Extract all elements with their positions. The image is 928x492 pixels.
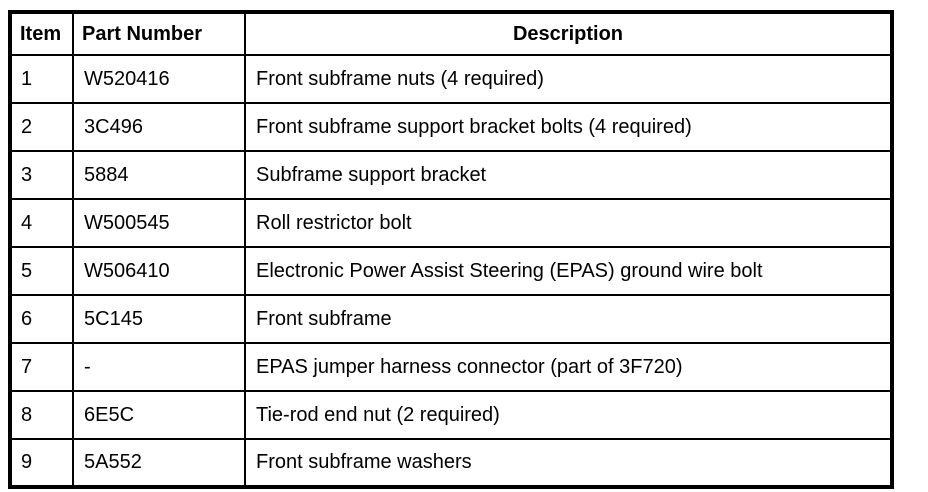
cell-description: Roll restrictor bolt — [244, 198, 893, 248]
table-row: 3 5884 Subframe support bracket — [9, 150, 893, 200]
table-row: 4 W500545 Roll restrictor bolt — [9, 198, 893, 248]
cell-item: 8 — [9, 390, 74, 440]
cell-description: Front subframe nuts (4 required) — [244, 54, 893, 104]
cell-item: 6 — [9, 294, 74, 344]
cell-item: 7 — [9, 342, 74, 392]
cell-description: Front subframe — [244, 294, 893, 344]
table-row: 8 6E5C Tie-rod end nut (2 required) — [9, 390, 893, 440]
cell-part-number: 5884 — [72, 150, 246, 200]
cell-part-number: 5A552 — [72, 438, 246, 488]
cell-item: 2 — [9, 102, 74, 152]
parts-table-body: 1 W520416 Front subframe nuts (4 require… — [9, 54, 893, 488]
cell-item: 4 — [9, 198, 74, 248]
cell-part-number: 3C496 — [72, 102, 246, 152]
header-item: Item — [9, 11, 74, 56]
table-row: 9 5A552 Front subframe washers — [9, 438, 893, 488]
cell-item: 1 — [9, 54, 74, 104]
cell-description: Electronic Power Assist Steering (EPAS) … — [244, 246, 893, 296]
cell-part-number: 6E5C — [72, 390, 246, 440]
cell-description: Front subframe washers — [244, 438, 893, 488]
cell-part-number: 5C145 — [72, 294, 246, 344]
table-row: 1 W520416 Front subframe nuts (4 require… — [9, 54, 893, 104]
cell-item: 5 — [9, 246, 74, 296]
cell-part-number: - — [72, 342, 246, 392]
cell-item: 3 — [9, 150, 74, 200]
parts-table: Item Part Number Description 1 W520416 F… — [8, 10, 894, 489]
parts-table-container: Item Part Number Description 1 W520416 F… — [8, 10, 894, 489]
cell-part-number: W500545 — [72, 198, 246, 248]
cell-description: Subframe support bracket — [244, 150, 893, 200]
header-row: Item Part Number Description — [9, 11, 893, 56]
parts-table-header: Item Part Number Description — [9, 11, 893, 56]
cell-description: EPAS jumper harness connector (part of 3… — [244, 342, 893, 392]
cell-description: Tie-rod end nut (2 required) — [244, 390, 893, 440]
table-row: 2 3C496 Front subframe support bracket b… — [9, 102, 893, 152]
header-part-number: Part Number — [72, 11, 246, 56]
cell-item: 9 — [9, 438, 74, 488]
table-row: 7 - EPAS jumper harness connector (part … — [9, 342, 893, 392]
header-description: Description — [244, 11, 893, 56]
table-row: 5 W506410 Electronic Power Assist Steeri… — [9, 246, 893, 296]
cell-part-number: W520416 — [72, 54, 246, 104]
cell-part-number: W506410 — [72, 246, 246, 296]
cell-description: Front subframe support bracket bolts (4 … — [244, 102, 893, 152]
table-row: 6 5C145 Front subframe — [9, 294, 893, 344]
